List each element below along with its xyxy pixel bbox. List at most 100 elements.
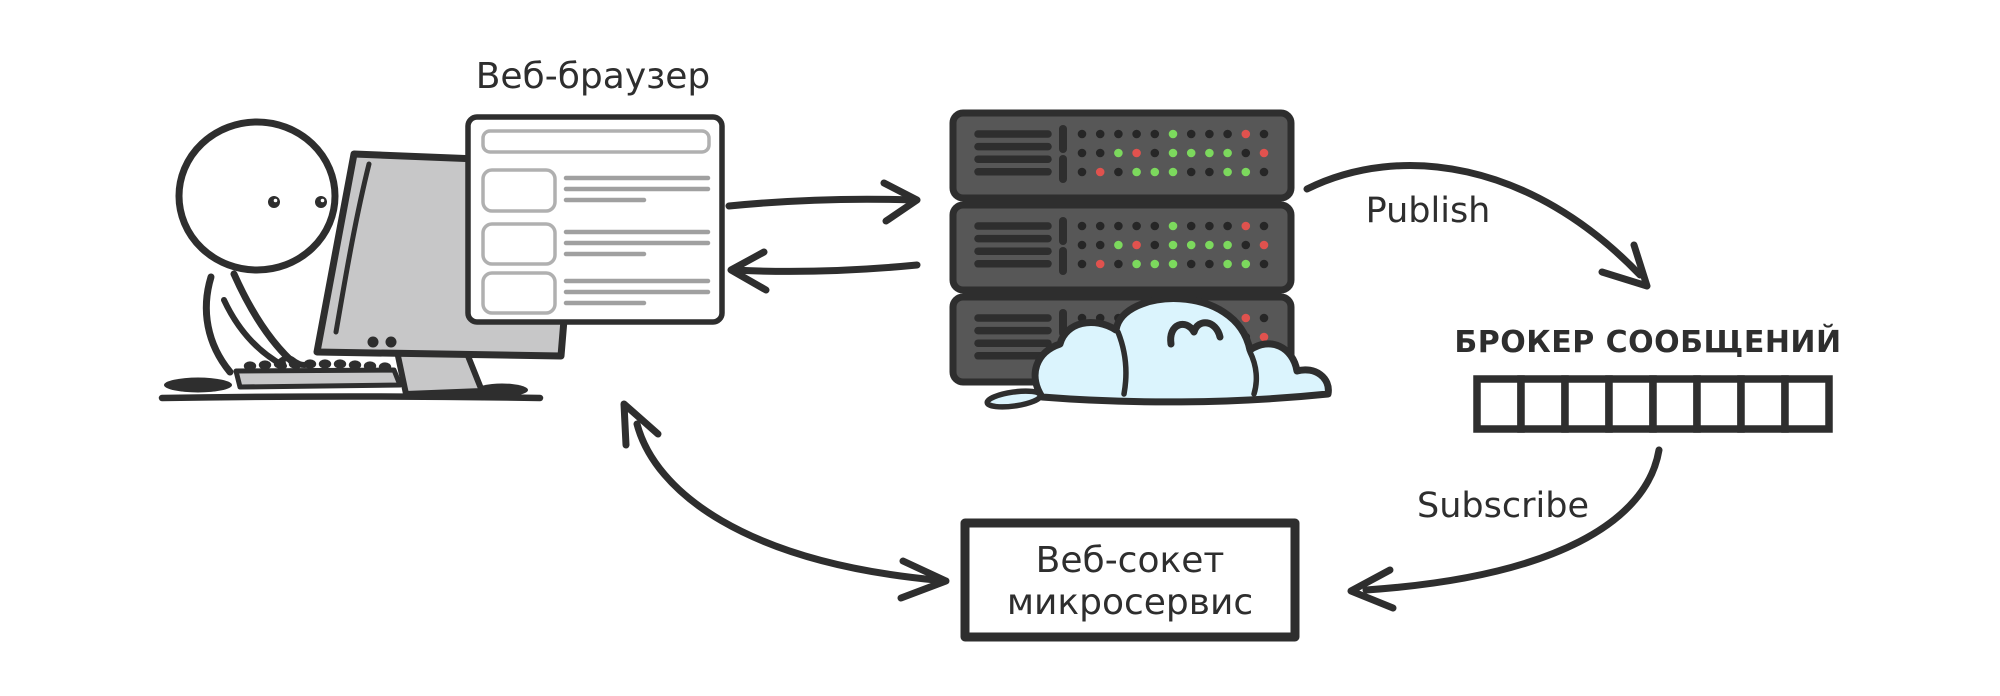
led-dot <box>1132 167 1141 177</box>
cloud-crease <box>1247 349 1260 397</box>
queue-cell <box>1561 375 1613 433</box>
led-dot <box>1186 129 1196 139</box>
keyboard-body <box>233 367 403 390</box>
led-dot <box>1241 129 1251 139</box>
arrowhead <box>1598 241 1651 290</box>
browser-window: Веб-браузер <box>465 56 725 325</box>
led-dot <box>1150 148 1160 158</box>
keyboard <box>233 359 403 390</box>
led-dot <box>1077 259 1087 269</box>
thumbnail-box <box>481 168 557 213</box>
stand-shadow <box>476 383 528 397</box>
service-frame <box>960 518 1300 642</box>
browser-title: Веб-браузер <box>476 56 711 97</box>
led-dot <box>1132 221 1141 231</box>
led-dot <box>1114 167 1123 177</box>
desk <box>158 377 544 402</box>
service-label-line1: Веб-сокет <box>1036 540 1225 581</box>
arrowhead <box>727 248 770 294</box>
led-dot <box>1259 167 1269 177</box>
publish-arrow: Publish <box>1303 162 1651 290</box>
cloud-crease <box>1115 329 1129 397</box>
led-dot <box>1186 148 1196 158</box>
led-dot <box>1241 240 1251 250</box>
queue-cell <box>1605 375 1657 433</box>
led-dot <box>1205 167 1214 177</box>
led-dot <box>1223 129 1232 139</box>
led-dot <box>1150 221 1160 231</box>
led-dot <box>1205 129 1214 139</box>
led-dot <box>1186 221 1196 231</box>
person-arm-2 <box>221 297 287 369</box>
led-dot <box>1077 129 1087 139</box>
address-bar <box>481 129 711 154</box>
led-dot <box>1259 221 1269 231</box>
led-dot <box>1132 259 1141 269</box>
led-dot <box>1114 259 1123 269</box>
arrowhead-to-service <box>897 557 950 602</box>
led-dot <box>1259 240 1269 250</box>
text-lines <box>563 229 711 257</box>
led-dot <box>1223 221 1232 231</box>
broker-queue <box>1473 375 1833 433</box>
arrowhead-to-browser <box>620 400 662 449</box>
queue-cell <box>1781 375 1833 433</box>
subscribe-label: Subscribe <box>1417 486 1589 526</box>
message-broker: БРОКЕР СООБЩЕНИЙ <box>1454 324 1841 433</box>
led-dot <box>1168 240 1178 250</box>
cloud-tail <box>984 388 1044 410</box>
led-dot <box>1095 221 1105 231</box>
thumbnail-box <box>481 222 557 266</box>
led-dot <box>1077 240 1087 250</box>
person-eye-right <box>315 196 327 208</box>
websocket-arrow <box>620 400 950 602</box>
led-dot <box>1259 148 1269 158</box>
cloud <box>984 295 1332 410</box>
monitor-edge-line <box>333 161 372 335</box>
browser-content-row <box>481 168 711 213</box>
led-dot <box>1095 259 1105 269</box>
queue-cell <box>1649 375 1701 433</box>
queue-cell <box>1473 375 1525 433</box>
led-dot <box>1259 259 1269 269</box>
person-head <box>175 118 339 274</box>
led-dot <box>1132 240 1141 250</box>
led-dot <box>1223 167 1232 177</box>
led-dot <box>1241 221 1251 231</box>
led-dot <box>1095 129 1105 139</box>
led-dot <box>1223 259 1232 269</box>
led-dot <box>1205 221 1214 231</box>
websocket-service-box: Веб-сокет микросервис <box>960 518 1300 642</box>
led-dot <box>1150 259 1160 269</box>
led-dot <box>1114 129 1123 139</box>
led-dot <box>1186 259 1196 269</box>
led-dot <box>1259 313 1269 323</box>
led-dot <box>1205 259 1214 269</box>
person-hand <box>277 355 313 368</box>
led-dot <box>1114 221 1123 231</box>
led-dot <box>1132 129 1141 139</box>
person-eye-left <box>268 196 280 208</box>
led-dot <box>1241 259 1251 269</box>
led-dot <box>1114 148 1123 158</box>
text-lines <box>563 175 711 203</box>
led-dot <box>1168 221 1178 231</box>
led-dot <box>1077 167 1087 177</box>
person <box>175 118 339 376</box>
arrowhead <box>880 179 921 225</box>
led-dot <box>1259 129 1269 139</box>
led-dot <box>1168 148 1178 158</box>
led-dot <box>1241 167 1251 177</box>
led-dot <box>1150 240 1160 250</box>
led-dot <box>1259 332 1269 342</box>
led-dot <box>1095 167 1105 177</box>
desk-line <box>158 393 544 402</box>
queue-cell <box>1737 375 1789 433</box>
led-dot <box>1186 240 1196 250</box>
led-dot <box>1095 240 1105 250</box>
led-dot <box>1114 240 1123 250</box>
person-back <box>202 273 234 376</box>
led-dot <box>1241 313 1251 323</box>
led-dot <box>1168 167 1178 177</box>
